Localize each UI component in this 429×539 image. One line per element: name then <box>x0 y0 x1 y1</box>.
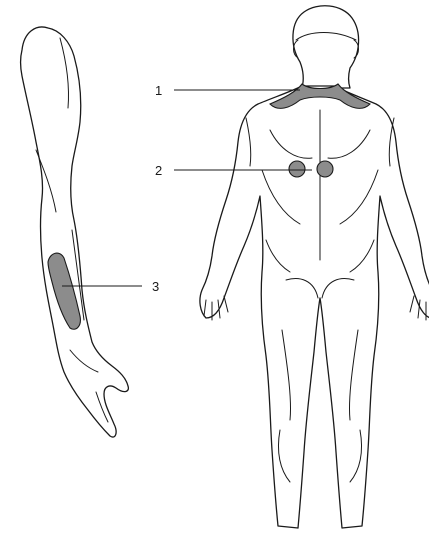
zone-2-left-point <box>289 161 305 177</box>
callout-1: 1 <box>155 83 162 98</box>
callout-3: 3 <box>152 279 159 294</box>
zone-2-right-point <box>317 161 333 177</box>
arm-outline <box>21 27 129 437</box>
callout-2: 2 <box>155 163 162 178</box>
body-back-illustration <box>200 6 429 528</box>
body-outline <box>200 86 429 528</box>
arm-illustration <box>21 27 129 437</box>
head-outline <box>293 6 359 88</box>
